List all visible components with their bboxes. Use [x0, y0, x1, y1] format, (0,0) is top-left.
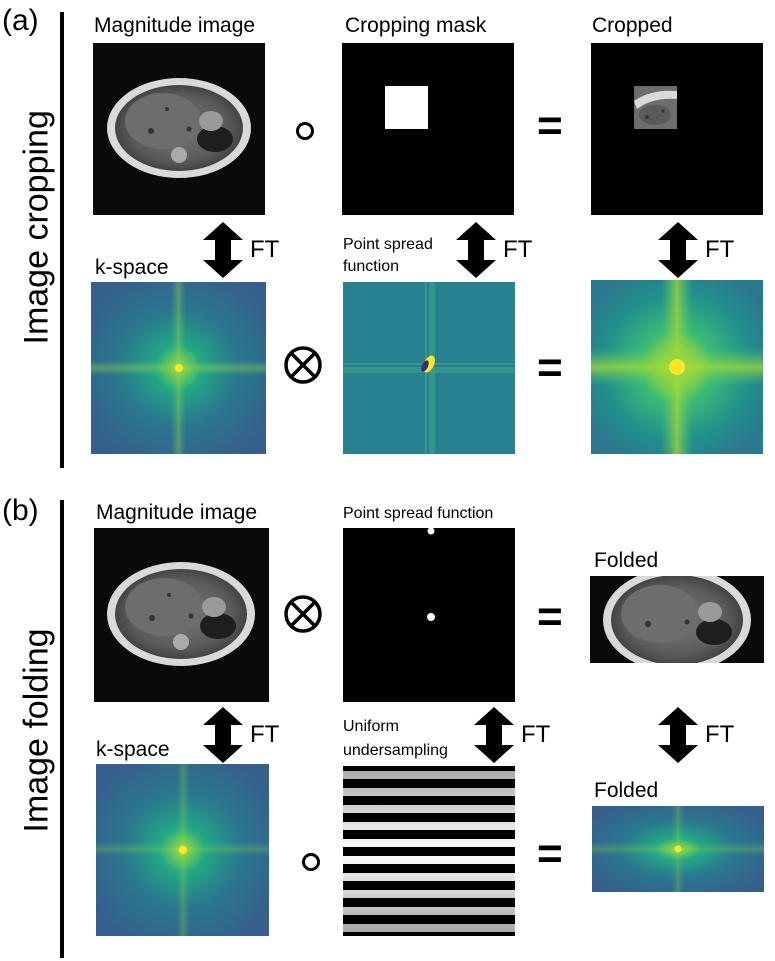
panel-a-letter: (a) — [2, 4, 39, 37]
ft-arrow-icon-b3 — [656, 707, 700, 763]
equals-operator-b1: = — [537, 592, 563, 641]
cropped-kspace-image — [591, 280, 763, 454]
ft-label-b1: FT — [250, 721, 280, 748]
psf-label-a-line1: Point spread — [343, 236, 433, 253]
equals-operator-b2: = — [537, 829, 563, 878]
equals-operator-a2: = — [537, 343, 563, 392]
ft-arrow-icon-a2 — [454, 222, 498, 278]
equals-operator-a1: = — [537, 101, 563, 150]
folded-kspace-label: Folded — [594, 779, 659, 802]
kspace-label-b: k-space — [96, 738, 170, 761]
undersampling-label-line2: undersampling — [343, 742, 448, 759]
magnitude-image-label: Magnitude image — [94, 14, 256, 37]
psf-label-a-line2: function — [343, 258, 400, 275]
ft-label-b2: FT — [521, 721, 551, 748]
convolution-operator-a — [283, 345, 323, 385]
ft-label-a3: FT — [705, 236, 735, 263]
folded-label: Folded — [594, 549, 659, 572]
kspace-label-a: k-space — [95, 256, 169, 279]
ft-arrow-icon-a3 — [656, 222, 700, 278]
panel-a-side-label: Image cropping — [17, 110, 56, 345]
kspace-image-a — [91, 282, 266, 454]
convolution-operator-b — [283, 594, 323, 634]
panel-b-letter: (b) — [2, 494, 39, 527]
ft-label-a1: FT — [250, 236, 280, 263]
panel-a-divider — [60, 12, 64, 468]
panel-b-divider — [60, 500, 64, 958]
ft-label-a2: FT — [503, 236, 533, 263]
folded-kspace-image — [592, 806, 764, 892]
magnitude-image-a — [93, 43, 265, 215]
undersampling-mask-image — [343, 766, 515, 936]
cropped-image — [591, 43, 763, 215]
folded-image — [590, 576, 764, 663]
cropping-mask-label: Cropping mask — [345, 14, 487, 37]
hadamard-product-operator-b — [302, 853, 320, 871]
ft-arrow-icon-b2 — [472, 707, 516, 763]
kspace-image-b — [96, 764, 269, 936]
magnitude-image-b — [94, 528, 269, 702]
psf-label-b: Point spread function — [343, 505, 494, 522]
psf-image-b — [343, 528, 515, 702]
hadamard-product-operator-a — [296, 122, 314, 140]
ft-arrow-icon-a1 — [201, 222, 245, 278]
ft-label-b3: FT — [705, 721, 735, 748]
undersampling-label-line1: Uniform — [343, 718, 400, 735]
panel-b-side-label: Image folding — [17, 628, 56, 833]
psf-image-a — [343, 282, 515, 454]
magnitude-image-label-b: Magnitude image — [96, 501, 258, 524]
ft-arrow-icon-b1 — [201, 707, 245, 763]
cropped-label: Cropped — [592, 14, 673, 37]
cropping-mask-image — [342, 43, 514, 215]
